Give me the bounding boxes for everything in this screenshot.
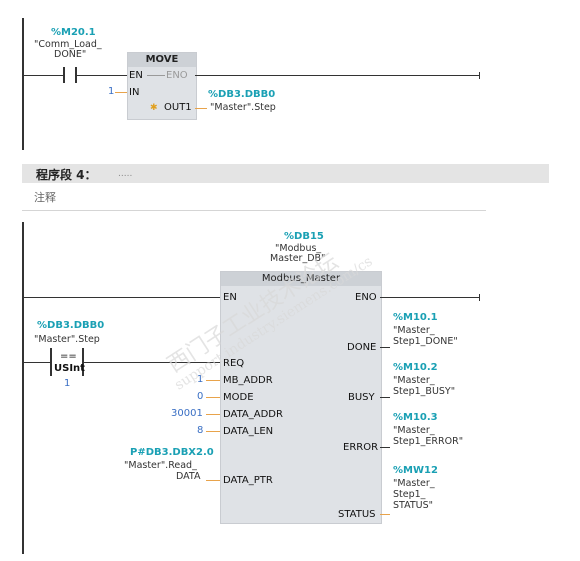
- modbus-db-name-line1: "Modbus_: [275, 243, 322, 254]
- done-name-line2: Step1_DONE": [393, 336, 458, 347]
- move-en-eno-link: [147, 75, 165, 76]
- modbus-data-len-pin: DATA_LEN: [223, 426, 274, 437]
- wire-data-ptr: [206, 480, 220, 481]
- data-addr-value[interactable]: 30001: [171, 408, 203, 419]
- wire-rail-to-compare: [24, 362, 50, 363]
- modbus-db-tag[interactable]: %DB15: [284, 231, 324, 242]
- move-out1-pin: OUT1: [164, 102, 192, 113]
- data-ptr-name-line1: "Master".Read_: [124, 460, 197, 471]
- mode-value[interactable]: 0: [197, 391, 204, 402]
- wire-eno-out: [380, 297, 480, 298]
- wire-data-addr: [206, 414, 220, 415]
- wire-move-eno-out: [195, 75, 480, 76]
- comment-underline: [22, 210, 486, 211]
- status-tag[interactable]: %MW12: [393, 465, 438, 476]
- modbus-mode-pin: MODE: [223, 392, 254, 403]
- status-name-line2: Step1_: [393, 489, 426, 500]
- modbus-status-pin: STATUS: [338, 509, 376, 520]
- compare-operator: ==: [60, 351, 77, 362]
- modbus-mb-addr-pin: MB_ADDR: [223, 375, 273, 386]
- contact-tag[interactable]: %M20.1: [51, 27, 96, 38]
- rung-end-marker-2: [479, 294, 480, 301]
- error-tag[interactable]: %M10.3: [393, 412, 438, 423]
- wire-rail-to-contact: [24, 75, 64, 76]
- add-output-icon[interactable]: ✱: [150, 103, 158, 113]
- mb-addr-value[interactable]: 1: [197, 374, 204, 385]
- busy-name-line2: Step1_BUSY": [393, 386, 456, 397]
- error-name-line1: "Master_: [393, 425, 435, 436]
- rung-end-marker-1: [479, 72, 480, 79]
- modbus-master-block[interactable]: Modbus_Master: [220, 271, 382, 524]
- contact-name-line2: DONE": [54, 49, 87, 60]
- modbus-error-pin: ERROR: [343, 442, 379, 453]
- wire-mb-addr: [206, 380, 220, 381]
- busy-tag[interactable]: %M10.2: [393, 362, 438, 373]
- compare-type: USInt: [54, 363, 85, 374]
- modbus-done-pin: DONE: [347, 342, 377, 353]
- wire-busy: [380, 397, 390, 398]
- network-4-title-dots: .....: [118, 169, 133, 179]
- normally-open-contact[interactable]: [63, 67, 77, 83]
- done-tag[interactable]: %M10.1: [393, 312, 438, 323]
- move-out-name: "Master".Step: [210, 102, 276, 113]
- compare-name: "Master".Step: [34, 334, 100, 345]
- modbus-eno-pin: ENO: [355, 292, 377, 303]
- network-4-header[interactable]: 程序段 4： .....: [22, 164, 549, 183]
- move-out-tag[interactable]: %DB3.DBB0: [208, 89, 276, 100]
- wire-move-out1: [195, 108, 207, 109]
- wire-rail-to-en: [24, 297, 220, 298]
- compare-value[interactable]: 1: [64, 378, 71, 389]
- network-4-title: 程序段 4：: [36, 168, 97, 182]
- modbus-data-ptr-pin: DATA_PTR: [223, 475, 273, 486]
- error-name-line2: Step1_ERROR": [393, 436, 464, 447]
- modbus-en-pin: EN: [223, 292, 237, 303]
- modbus-db-name-line2: Master_DB": [270, 253, 326, 264]
- wire-error: [380, 447, 390, 448]
- status-name-line1: "Master_: [393, 478, 435, 489]
- status-name-line3: STATUS": [393, 500, 434, 511]
- modbus-master-title: Modbus_Master: [221, 272, 381, 286]
- modbus-data-addr-pin: DATA_ADDR: [223, 409, 283, 420]
- move-block-title: MOVE: [128, 53, 196, 67]
- contact-name-line1: "Comm_Load_: [34, 39, 102, 50]
- data-ptr-tag[interactable]: P#DB3.DBX2.0: [130, 447, 214, 458]
- wire-move-in: [115, 92, 127, 93]
- modbus-req-pin: REQ: [223, 358, 245, 369]
- wire-mode: [206, 397, 220, 398]
- move-in-pin: IN: [129, 87, 140, 98]
- network-4-comment[interactable]: 注释: [34, 191, 56, 204]
- left-power-rail-bottom: [22, 222, 24, 554]
- modbus-busy-pin: BUSY: [348, 392, 375, 403]
- wire-compare-to-req: [84, 362, 220, 363]
- wire-done: [380, 347, 390, 348]
- done-name-line1: "Master_: [393, 325, 435, 336]
- compare-contact[interactable]: == USInt: [50, 348, 85, 376]
- left-power-rail-top: [22, 18, 24, 150]
- move-block[interactable]: MOVE: [127, 52, 197, 120]
- compare-tag[interactable]: %DB3.DBB0: [37, 320, 105, 331]
- wire-status: [380, 514, 390, 515]
- busy-name-line1: "Master_: [393, 375, 435, 386]
- wire-data-len: [206, 431, 220, 432]
- data-len-value[interactable]: 8: [197, 425, 204, 436]
- move-eno-pin: ENO: [166, 70, 188, 81]
- move-in-value[interactable]: 1: [108, 86, 115, 97]
- data-ptr-name-line2: DATA: [176, 471, 201, 482]
- move-en-pin: EN: [129, 70, 143, 81]
- wire-contact-to-move: [77, 75, 127, 76]
